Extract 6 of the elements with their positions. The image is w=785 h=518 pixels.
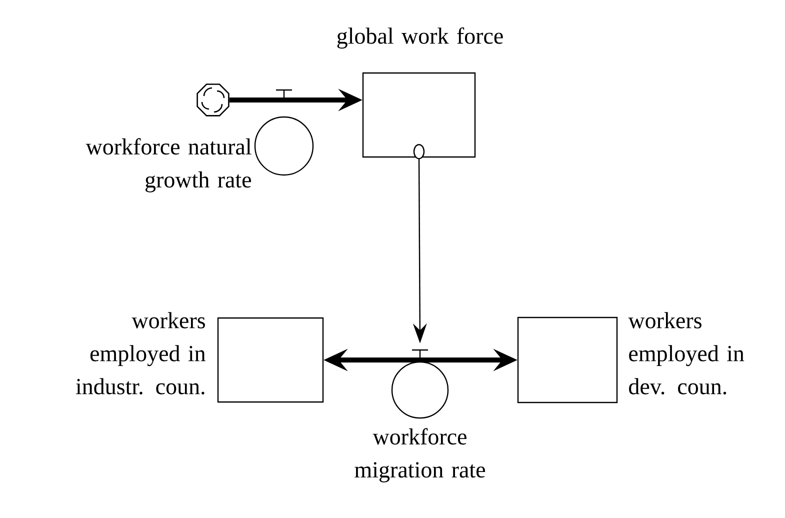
node-label: global work force [337, 27, 503, 49]
node-label: workforce migration rate [354, 428, 485, 482]
node-label: workers employed in industr. coun. [76, 312, 206, 394]
node-label: workforce natural growth rate [86, 138, 252, 192]
cloud-icon [196, 84, 230, 116]
node-label: workers employed in dev. coun. [628, 312, 744, 394]
